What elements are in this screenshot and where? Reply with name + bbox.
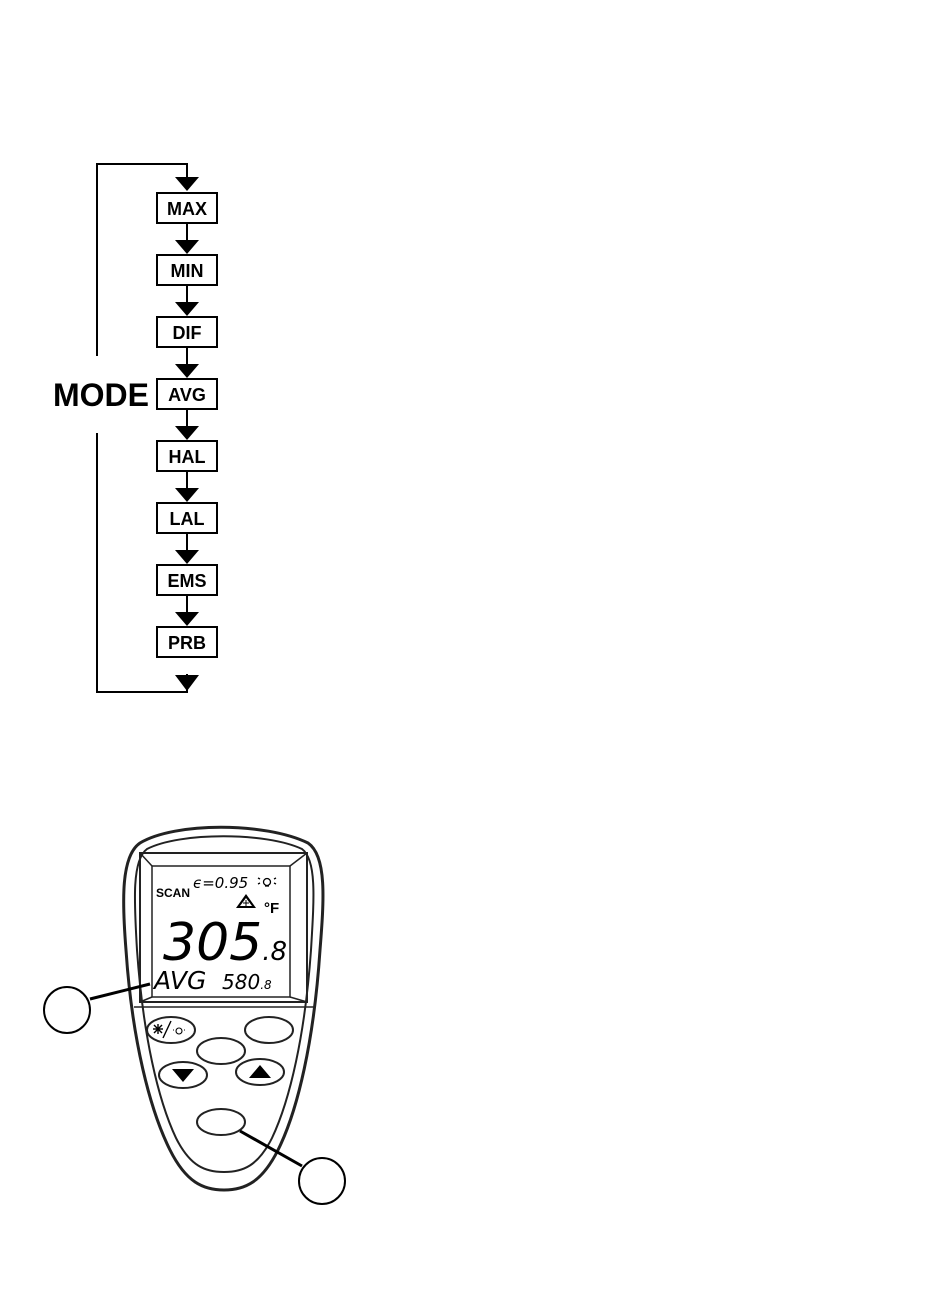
connector-arrowhead bbox=[175, 364, 199, 378]
connector-arrowhead bbox=[175, 240, 199, 254]
mode-box-hal: HAL bbox=[157, 441, 217, 471]
down-button[interactable] bbox=[159, 1062, 207, 1088]
laser-backlight-button[interactable] bbox=[147, 1017, 195, 1043]
connector-arrowhead bbox=[175, 612, 199, 626]
mode-label: PRB bbox=[168, 633, 206, 653]
connector-arrowhead bbox=[175, 426, 199, 440]
main-reading-decimal: .8 bbox=[262, 937, 287, 967]
mode-label: HAL bbox=[169, 447, 206, 467]
connector-arrowhead bbox=[175, 488, 199, 502]
mode-box-lal: LAL bbox=[157, 503, 217, 533]
main-reading-integer: 305 bbox=[163, 913, 262, 973]
mode-label: DIF bbox=[173, 323, 202, 343]
scan-indicator: SCAN bbox=[156, 886, 190, 900]
mode-box-avg: AVG bbox=[157, 379, 217, 409]
mode-label: LAL bbox=[170, 509, 205, 529]
laser-warning-icon bbox=[236, 894, 256, 908]
mode-loop bbox=[97, 164, 187, 692]
mode-boxes: MAX MIN DIF AVG HAL LAL EMS PRB bbox=[157, 193, 217, 657]
loop-arrowhead-top bbox=[175, 177, 199, 191]
loop-arrowhead-bottom bbox=[175, 675, 199, 691]
mode-label: AVG bbox=[168, 385, 206, 405]
backlight-icon bbox=[258, 878, 276, 886]
unlabeled-right-button[interactable] bbox=[245, 1017, 293, 1043]
secondary-reading-integer: 580 bbox=[222, 970, 260, 994]
connector-arrowhead bbox=[175, 302, 199, 316]
secondary-reading: 580.8 bbox=[222, 970, 272, 994]
mode-label: EMS bbox=[167, 571, 206, 591]
mode-label: MAX bbox=[167, 199, 207, 219]
mode-box-prb: PRB bbox=[157, 627, 217, 657]
main-reading: 305.8 bbox=[163, 913, 287, 973]
mode-box-min: MIN bbox=[157, 255, 217, 285]
mode-box-ems: EMS bbox=[157, 565, 217, 595]
callout-circle-display bbox=[44, 987, 90, 1033]
trigger-button[interactable] bbox=[197, 1109, 245, 1135]
bezel-corner-tl bbox=[140, 853, 152, 866]
callout-circle-trigger bbox=[299, 1158, 345, 1204]
mode-button[interactable] bbox=[197, 1038, 245, 1064]
emissivity-readout: ϵ=0.95 bbox=[193, 874, 248, 892]
mode-box-max: MAX bbox=[157, 193, 217, 223]
mode-title: MODE bbox=[53, 377, 149, 413]
secondary-reading-decimal: .8 bbox=[260, 978, 272, 992]
secondary-mode-label: AVG bbox=[152, 966, 206, 995]
up-button[interactable] bbox=[236, 1059, 284, 1085]
mode-label: MIN bbox=[171, 261, 204, 281]
bezel-corner-tr bbox=[290, 853, 307, 866]
mode-box-dif: DIF bbox=[157, 317, 217, 347]
unit-label: °F bbox=[264, 900, 279, 917]
connector-arrowhead bbox=[175, 550, 199, 564]
